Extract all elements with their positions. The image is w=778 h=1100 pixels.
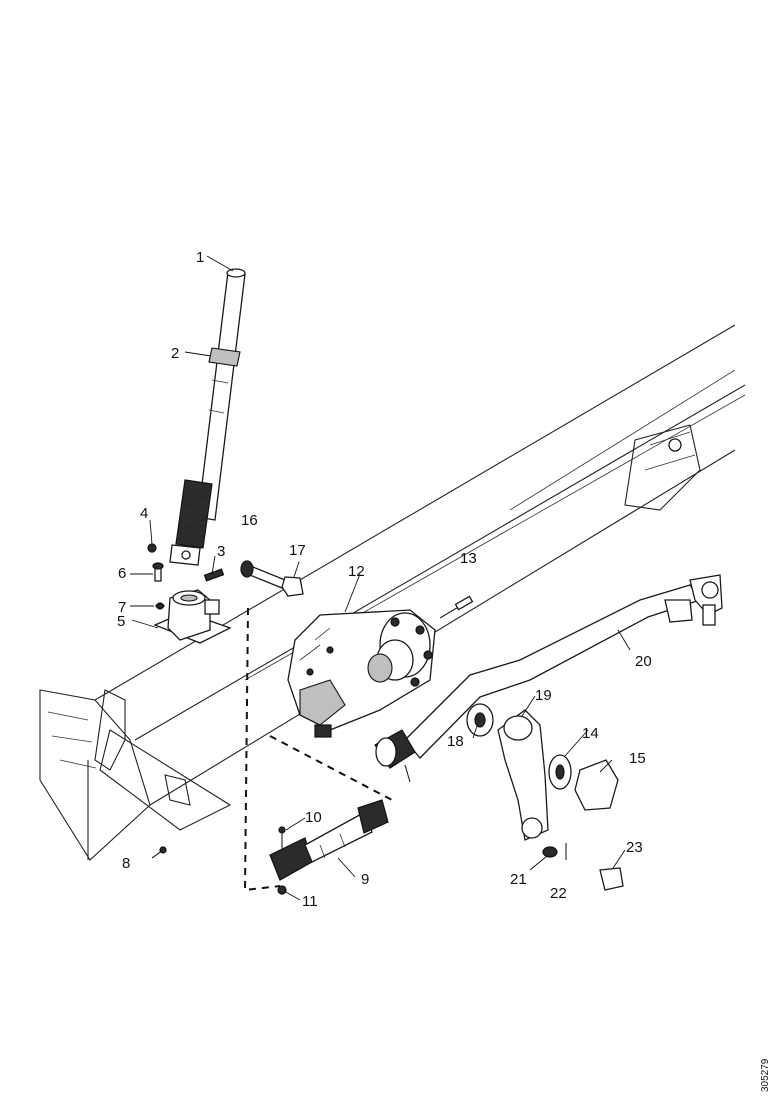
callout-18: 18 [447,733,464,750]
callout-5: 5 [117,613,125,630]
callout-17: 17 [289,542,306,559]
callout-15: 15 [629,750,646,767]
drag-link [374,574,723,783]
figure-reference-code: 305279 [760,1058,771,1092]
pitman-washer [548,754,572,790]
dashed-assembly-boundary [243,607,393,892]
callout-19: 19 [535,687,552,704]
steering-column [169,268,246,566]
gear-washer [466,703,494,737]
callout-8: 8 [122,855,130,872]
callout-4: 4 [140,505,148,522]
pitman-nut [574,759,619,811]
callout-23: 23 [626,839,643,856]
callout-13: 13 [460,550,477,567]
frame-rail [39,324,746,861]
callout-20: 20 [635,653,652,670]
callout-2: 2 [171,345,179,362]
column-fasteners [147,543,225,610]
callout-7: 7 [118,599,126,616]
callout-11: 11 [302,893,318,910]
callout-3: 3 [217,543,225,560]
callout-21: 21 [510,871,527,888]
ball-joint-hardware [542,843,624,891]
callout-6: 6 [118,565,126,582]
frame-screw [151,846,167,859]
callout-1: 1 [196,249,204,266]
intermediate-shaft [269,799,389,895]
callout-14: 14 [582,725,599,742]
callout-labels: 1 2 3 4 5 6 7 8 9 10 11 12 13 14 15 16 1… [117,249,652,910]
callout-22: 22 [550,885,567,902]
callout-10: 10 [305,809,322,826]
column-support-bracket [153,589,232,644]
callout-16: 16 [241,512,258,529]
pitman-arm [497,709,549,841]
steering-gear-box [287,595,474,738]
callout-9: 9 [361,871,369,888]
callout-12: 12 [348,563,365,580]
gear-mount-bolt [240,560,304,597]
leader-lines [130,255,631,901]
